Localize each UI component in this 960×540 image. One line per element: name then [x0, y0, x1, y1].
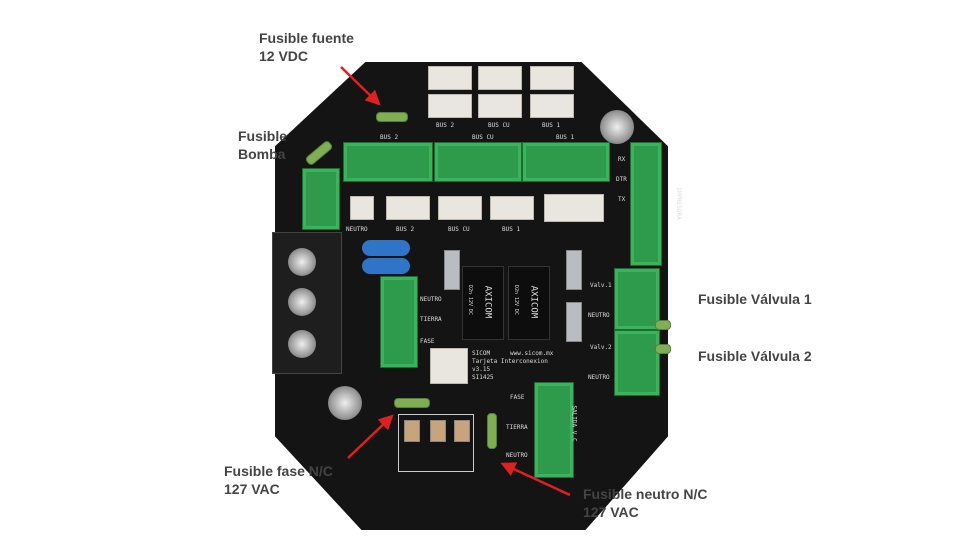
arrow-fuse-phase: [347, 414, 394, 459]
triac-1: [404, 420, 420, 442]
silk-buscu-low: BUS CU: [448, 226, 470, 233]
bus1-connector-mid: [490, 196, 534, 220]
label-fuse-valve2: Fusible Válvula 2: [698, 348, 812, 364]
silk-version: v3.15: [472, 366, 491, 373]
terminal-screw-2: [288, 288, 316, 316]
silk-bus2-top: BUS 2: [436, 122, 455, 129]
fuse-supply: [376, 112, 408, 122]
bus2-connector-mid: [386, 196, 430, 220]
label-fuse-neutral-line2: 127 VAC: [583, 504, 639, 520]
label-fuse-pump-line1: Fusible: [238, 128, 288, 144]
terminal-bus2: [343, 142, 433, 182]
terminal-bus1: [522, 142, 610, 182]
silk-tx: TX: [618, 196, 626, 203]
arrow-fuse-neutral: [500, 462, 571, 497]
qr-code-label: [430, 348, 468, 384]
label-fuse-supply-line2: 12 VDC: [259, 48, 309, 64]
silk-bus1-mid: BUS 1: [556, 134, 575, 141]
silk-bus2-led: BUS 2: [380, 134, 399, 141]
terminal-buscu: [434, 142, 522, 182]
label-fuse-phase: Fusible fase N/C 127 VAC: [224, 462, 333, 498]
capacitor-2: [566, 250, 582, 290]
fuse-valve2: [655, 344, 671, 354]
silk-tierra: TIERRA: [420, 316, 442, 323]
label-fuse-neutral-line1: Fusible neutro N/C: [583, 486, 708, 502]
buscu-connector-mid: [438, 196, 482, 220]
buscu-connector-bottom: [478, 94, 522, 118]
silk-buscu-top: BUS CU: [488, 122, 510, 129]
arrow-fuse-supply: [340, 66, 381, 106]
silk-rx: RX: [618, 156, 626, 163]
terminal-screw-3: [288, 330, 316, 358]
label-fuse-neutral: Fusible neutro N/C 127 VAC: [583, 485, 707, 521]
relay-1: D2n 12V DC AXICOM: [462, 266, 504, 340]
bus2-connector-top: [428, 66, 472, 90]
label-fuse-phase-line2: 127 VAC: [224, 481, 280, 497]
silk-out-fase: FASE: [510, 394, 525, 401]
label-fuse-phase-line1: Fusible fase N/C: [224, 463, 333, 479]
bus2-connector-bottom: [428, 94, 472, 118]
silk-neutro-top: NEUTRO: [346, 226, 368, 233]
silk-valv2: Valv.2: [590, 344, 612, 351]
capacitor-3: [566, 302, 582, 342]
fuse-phase: [394, 398, 430, 408]
bus1-connector-bottom: [530, 94, 574, 118]
silk-fase: FASE: [420, 338, 435, 345]
label-fuse-supply: Fusible fuente 12 VDC: [259, 29, 354, 65]
label-fuse-pump: Fusible Bomba: [238, 127, 287, 163]
silk-buscu-mid: BUS CU: [472, 134, 494, 141]
terminal-ac-input: [380, 276, 418, 368]
mount-screw-bottom-left: [328, 386, 362, 420]
silk-code: SI1425: [472, 374, 494, 381]
silk-valv2-neutro: NEUTRO: [588, 374, 610, 381]
inductor-coil-2: [362, 258, 410, 274]
silk-valv1: Valv.1: [590, 282, 612, 289]
triac-box: [398, 414, 474, 472]
inductor-coil-1: [362, 240, 410, 256]
silk-brand: SICOM: [472, 350, 491, 357]
terminal-ac-output: [534, 382, 574, 478]
terminal-pump: [302, 168, 340, 230]
label-fuse-supply-line1: Fusible fuente: [259, 30, 354, 46]
label-fuse-pump-line2: Bomba: [238, 146, 286, 162]
label-fuse-valve1: Fusible Válvula 1: [698, 291, 812, 307]
silk-bus1-top: BUS 1: [542, 122, 561, 129]
triac-2: [430, 420, 446, 442]
relay-2: D2n 12V DC AXICOM: [508, 266, 550, 340]
buscu-connector-top: [478, 66, 522, 90]
silk-website: www.sicom.mx: [510, 350, 554, 357]
fuse-valve1: [655, 320, 671, 330]
silk-out-tierra: TIERRA: [506, 424, 528, 431]
silk-title: Tarjeta Interconexion: [472, 358, 548, 365]
pump-small-connector: [350, 196, 374, 220]
terminal-valve1: [614, 268, 660, 330]
triac-3: [454, 420, 470, 442]
mount-screw-top-right: [600, 110, 634, 144]
terminal-printer: [630, 142, 662, 266]
bus1-connector-top: [530, 66, 574, 90]
terminal-screw-1: [288, 248, 316, 276]
silk-dtr: DTR: [616, 176, 627, 183]
silk-neutro: NEUTRO: [420, 296, 442, 303]
silk-out-neutro: NEUTRO: [506, 452, 528, 459]
capacitor-1: [444, 250, 460, 290]
silk-bus2-mid: BUS 2: [396, 226, 415, 233]
silk-bus1-low: BUS 1: [502, 226, 521, 233]
wide-connector: [544, 194, 604, 222]
terminal-valve2: [614, 330, 660, 396]
silk-valv1-neutro: NEUTRO: [588, 312, 610, 319]
